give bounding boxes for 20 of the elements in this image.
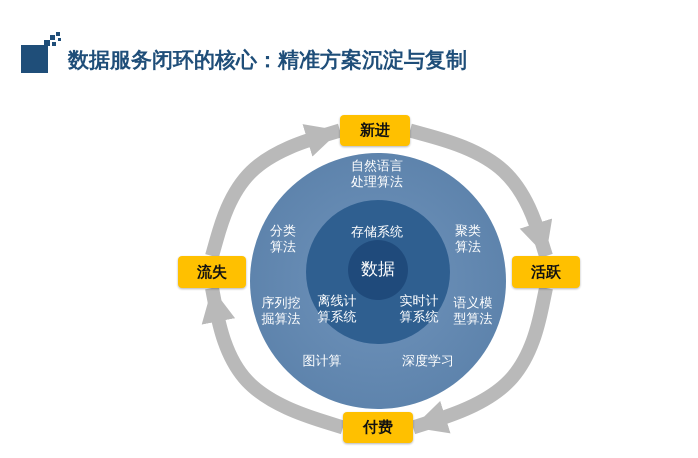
center-label: 数据 <box>360 259 396 281</box>
component-label: 深度学习 <box>401 354 455 370</box>
component-label: 分类算法 <box>269 224 297 256</box>
component-label: 存储系统 <box>350 224 404 242</box>
cycle-arrow <box>408 124 553 258</box>
stage-box: 活跃 <box>512 256 580 288</box>
stage-box: 新进 <box>340 115 410 146</box>
stage-box: 付费 <box>343 412 413 443</box>
component-label: 语义模型算法 <box>452 296 494 328</box>
cycle-arrow <box>410 286 553 434</box>
component-label: 聚类算法 <box>454 224 482 256</box>
cycle-arrow <box>202 286 346 434</box>
component-label: 离线计算系统 <box>316 294 358 326</box>
stage-box: 流失 <box>178 256 246 288</box>
component-label: 实时计算系统 <box>398 294 440 326</box>
title: 数据服务闭环的核心：精准方案沉淀与复制 <box>68 47 467 74</box>
component-label: 图计算 <box>302 354 342 370</box>
cycle-arrow <box>205 124 342 258</box>
component-label: 序列挖掘算法 <box>260 296 302 328</box>
component-label: 自然语言处理算法 <box>350 158 404 192</box>
